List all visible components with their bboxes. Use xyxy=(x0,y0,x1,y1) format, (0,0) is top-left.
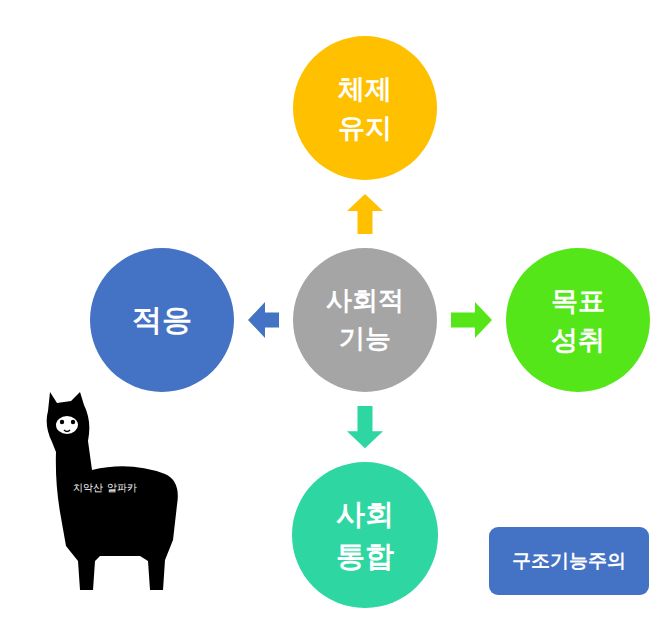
alpaca-mouth xyxy=(64,430,70,432)
alpaca-face xyxy=(56,416,78,434)
circle-label: 사회적 기능 xyxy=(321,282,409,357)
legend-box: 구조기능주의 xyxy=(489,527,649,595)
function-circle: 체제 유지 xyxy=(293,36,437,180)
block-arrow xyxy=(451,302,492,338)
watermark-label: 치악산 알파카 xyxy=(73,481,136,495)
function-circle: 목표 성취 xyxy=(506,248,650,392)
legend-text: 구조기능주의 xyxy=(512,547,626,575)
function-circle: 적응 xyxy=(90,248,234,392)
alpaca-eye xyxy=(71,420,75,424)
function-circle: 사회적 기능 xyxy=(293,248,437,392)
circle-label: 체제 유지 xyxy=(319,69,411,147)
circle-label: 사회 통합 xyxy=(316,493,415,577)
block-arrow xyxy=(347,194,383,234)
alpaca-eye xyxy=(60,420,64,424)
alpaca-silhouette xyxy=(47,392,178,590)
function-circle: 사회 통합 xyxy=(292,462,438,608)
block-arrow xyxy=(248,302,279,338)
circle-label: 적응 xyxy=(111,298,213,342)
circle-label: 목표 성취 xyxy=(532,281,624,359)
block-arrow xyxy=(347,406,383,448)
